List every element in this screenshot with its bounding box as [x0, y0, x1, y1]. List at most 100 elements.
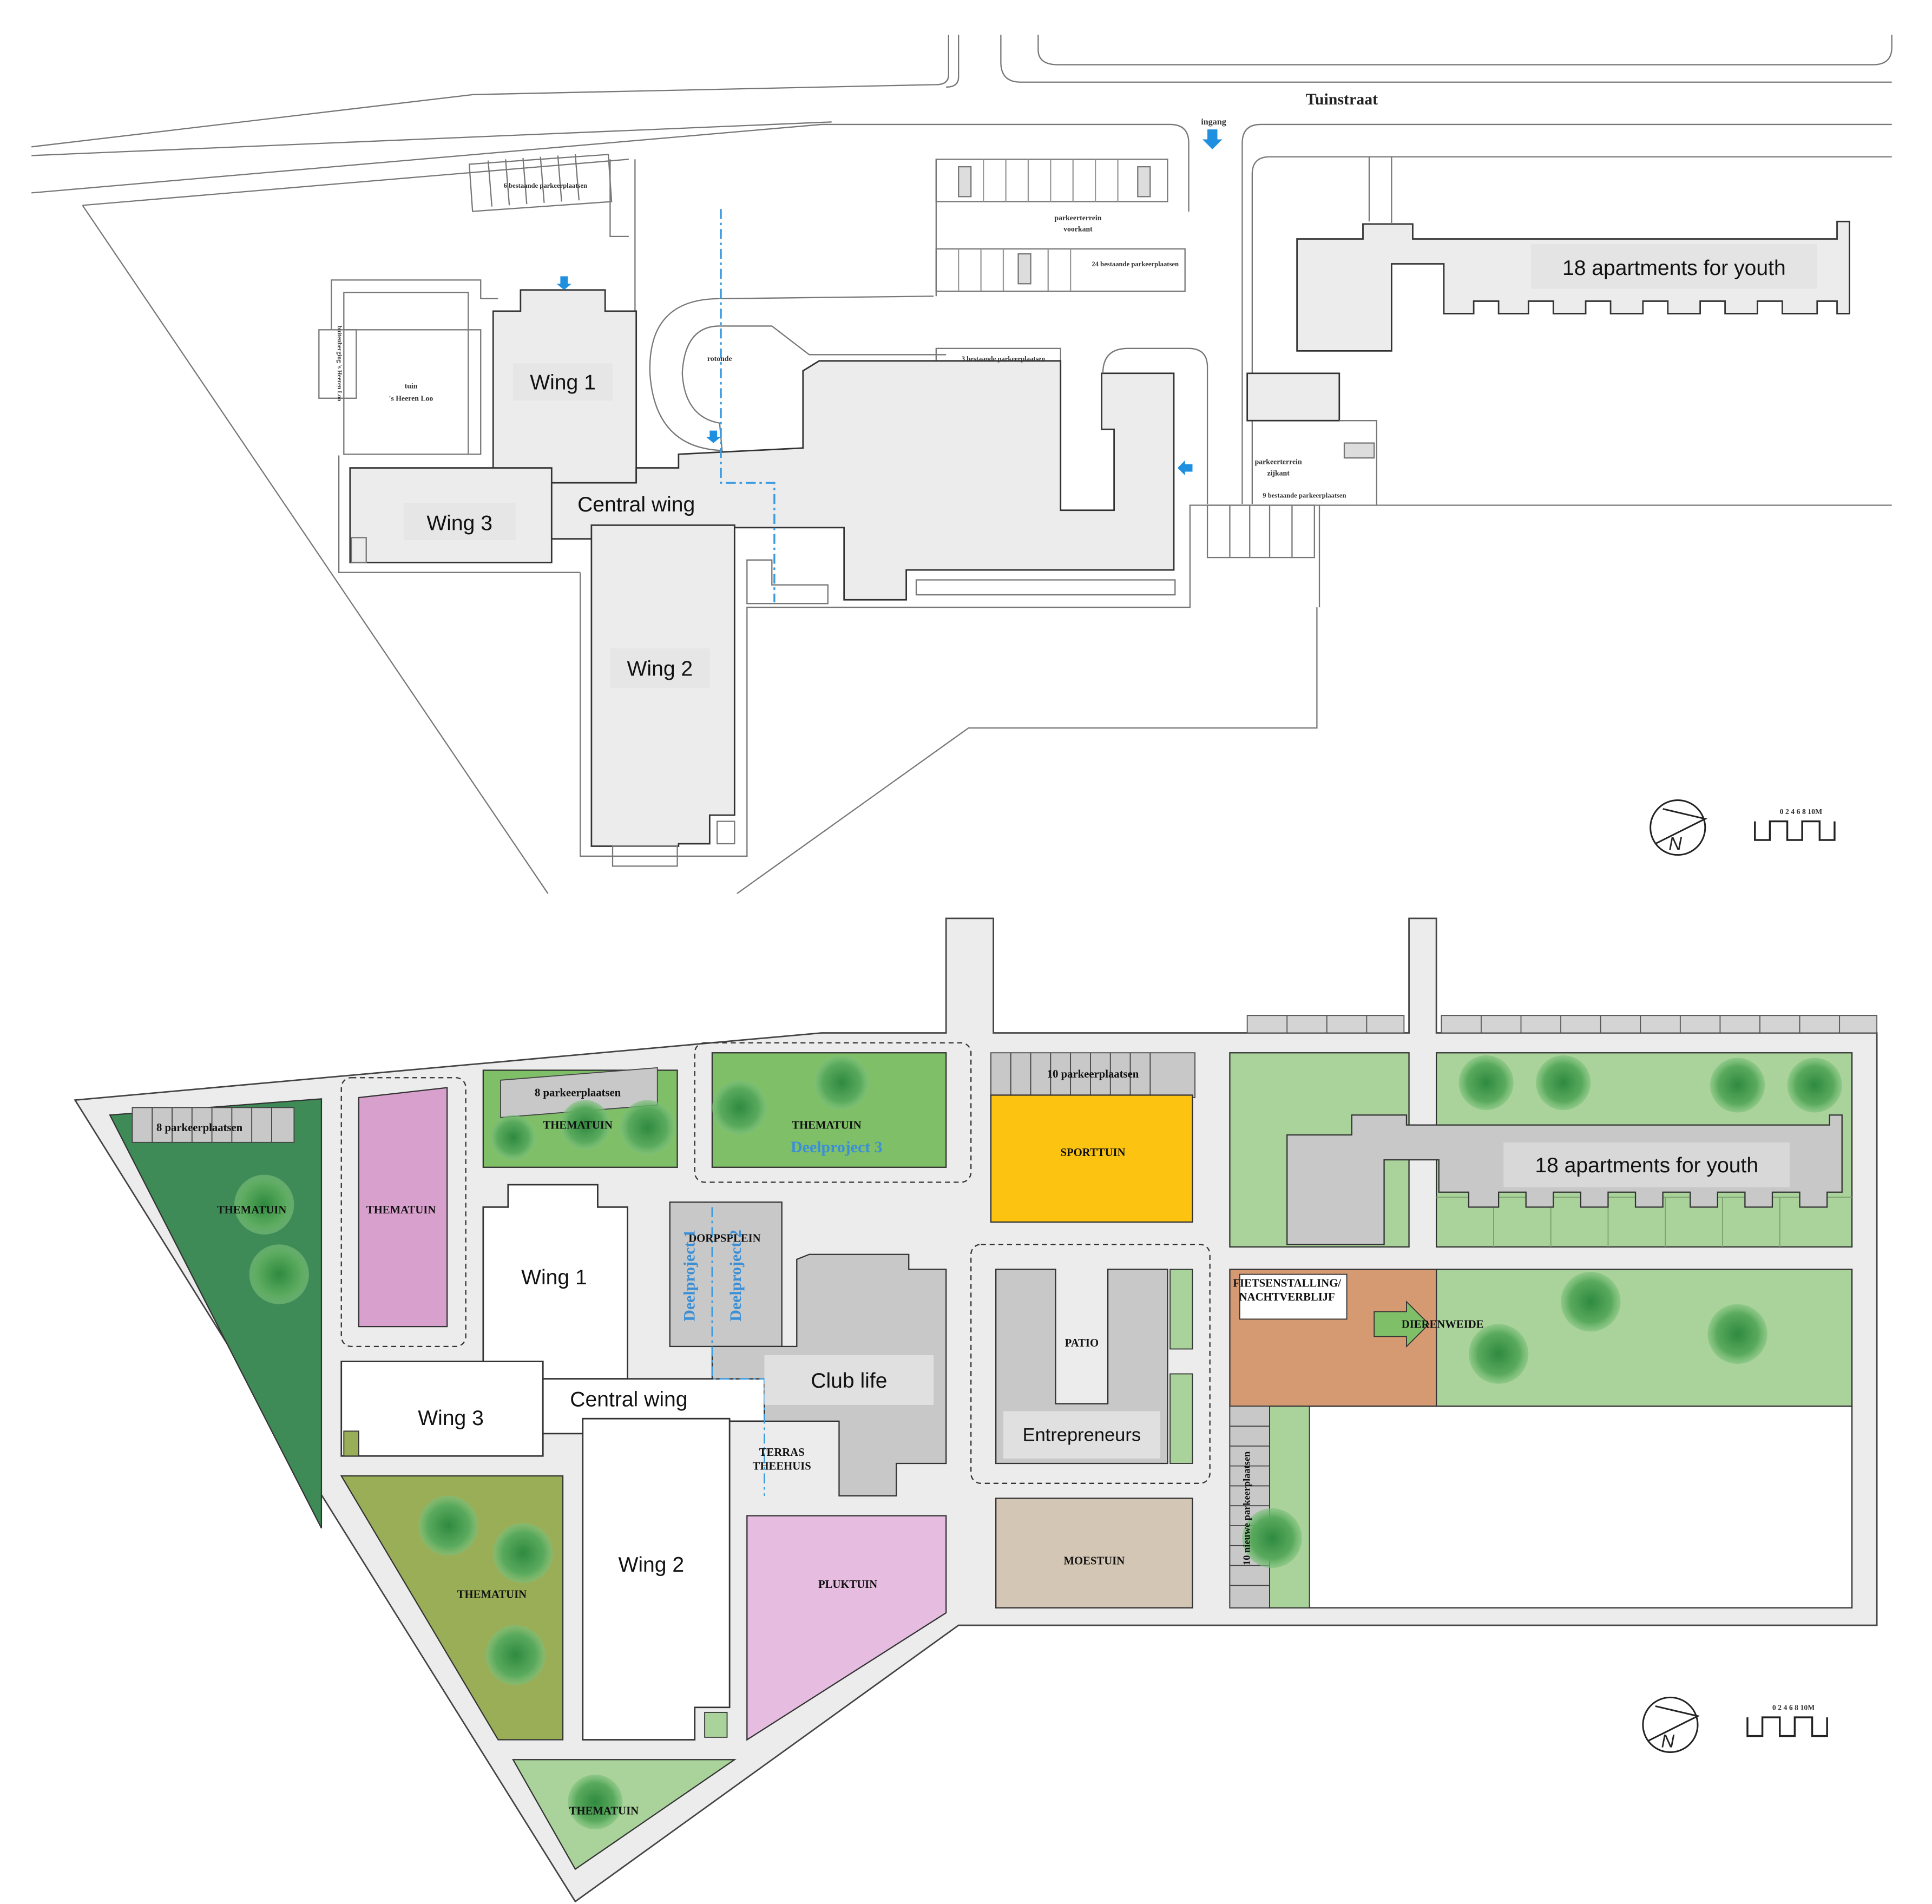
sporttuin-label: SPORTTUIN — [1061, 1147, 1126, 1159]
road-edge — [1000, 35, 1892, 83]
fietsenstalling-label-1: FIETSENSTALLING/ — [1233, 1278, 1341, 1290]
dorpsplein — [669, 1202, 783, 1348]
dashed-zone — [340, 1077, 466, 1348]
tree-icon — [418, 1495, 478, 1556]
arrow-down-icon — [556, 276, 572, 290]
thematuin-pink-label: THEMATUIN — [366, 1204, 436, 1216]
small-block — [704, 1711, 728, 1738]
parking-8-north-label: 8 parkeerplaatsen — [535, 1087, 621, 1099]
wing-3-label: Wing 3 — [426, 512, 492, 535]
moestuin-label: MOESTUIN — [1064, 1555, 1125, 1567]
arrow-left-icon — [1177, 460, 1193, 476]
wing-2-building — [582, 1417, 731, 1741]
road-edge — [31, 121, 832, 156]
parking-6 — [468, 154, 613, 212]
path — [1102, 347, 1208, 504]
north-arrow-icon — [1642, 1696, 1700, 1753]
terrace-outline — [746, 559, 829, 605]
label-bg — [1530, 244, 1817, 289]
label-bg — [764, 1355, 934, 1405]
thematuin-west-label: THEMATUIN — [217, 1204, 286, 1216]
central-wing-label: Central wing — [577, 493, 695, 516]
front-lot-label-1: parkeerterrein — [1054, 214, 1101, 222]
scale-bar-icon — [1754, 820, 1836, 841]
tree-icon — [1458, 1055, 1514, 1111]
path — [1368, 156, 1392, 224]
dierenweide-arrow-icon — [1374, 1300, 1430, 1348]
club-life-label: Club life — [811, 1369, 887, 1393]
dashed-zone — [694, 1042, 972, 1183]
rotonde-label: rotonde — [707, 354, 732, 363]
project-boundary-line — [711, 1207, 765, 1496]
pluktuin-label: PLUKTUIN — [818, 1579, 877, 1591]
path — [331, 279, 498, 330]
existing-site-plan — [31, 35, 1892, 894]
scale-bar-icon — [1746, 1716, 1828, 1737]
dorpsplein-label: DORPSPLEIN — [688, 1233, 760, 1245]
road-edge — [31, 123, 1190, 212]
wing-2-label: Wing 2 — [627, 658, 693, 681]
site-boundary — [737, 607, 1318, 894]
road-edge — [1251, 156, 1892, 504]
label-bg — [1503, 1142, 1790, 1187]
dierenweide-label: DIERENWEIDE — [1402, 1318, 1484, 1330]
sporttuin — [990, 1094, 1193, 1223]
tree-icon — [490, 1115, 536, 1160]
north-label-bottom: N — [1661, 1731, 1674, 1751]
parking-lines — [1010, 1053, 1151, 1098]
wing-1-label: Wing 1 — [530, 371, 596, 395]
terras-label-1: TERRAS — [759, 1447, 805, 1459]
parking-6-label: 6 bestaande parkeerplaatsen — [504, 182, 587, 189]
thematuin-west — [109, 1098, 323, 1529]
parking-lines — [152, 1107, 272, 1143]
tree-icon — [568, 1774, 623, 1830]
street-name: Tuinstraat — [1306, 90, 1378, 108]
parking-3-label: 3 bestaande parkeerplaatsen — [962, 355, 1045, 363]
parking-10-new — [1229, 1406, 1270, 1608]
garden-plot — [343, 329, 482, 455]
scale-label-bottom: 0 2 4 6 8 10M — [1772, 1703, 1815, 1711]
side-building-label: buitenberging 's Heeren Loo — [336, 325, 343, 401]
patio-label: PATIO — [1065, 1337, 1099, 1349]
road-edge — [946, 35, 960, 88]
wing-3-new-label: Wing 3 — [418, 1407, 484, 1430]
pluktuin — [746, 1515, 947, 1741]
small-block — [716, 820, 735, 845]
arrow-down-icon — [1202, 129, 1223, 149]
garden-label-2: 's Heeren Loo — [389, 394, 433, 402]
road-edge — [1037, 35, 1892, 65]
north-arrow-icon — [1650, 799, 1708, 856]
label-bg — [403, 502, 516, 540]
fietsenstalling-box — [1239, 1273, 1348, 1320]
parking-10 — [990, 1052, 1195, 1098]
street-parking — [1246, 1015, 1878, 1034]
site-boundary — [82, 159, 629, 206]
tree-icon — [1242, 1508, 1302, 1568]
road-edge — [719, 296, 934, 299]
parking-24-label: 24 bestaande parkeerplaatsen — [1092, 260, 1179, 268]
green-strip — [1169, 1269, 1193, 1350]
small-block — [350, 537, 367, 563]
garden-label-1: tuin — [405, 382, 418, 390]
front-lot-label-2: voorkant — [1063, 225, 1093, 233]
tree-icon — [620, 1100, 675, 1155]
new-site-plan — [74, 917, 1878, 1903]
entrance-arrows — [556, 129, 1223, 476]
site-boundary — [82, 205, 549, 894]
deelproject-3-label: Deelproject 3 — [791, 1138, 883, 1156]
side-lot-label-2: zijkant — [1267, 469, 1290, 477]
wing-1-new-label: Wing 1 — [521, 1266, 587, 1289]
bench-strip — [915, 579, 1176, 596]
side-building — [318, 329, 357, 399]
tree-icon — [493, 1523, 553, 1583]
dashed-zone — [970, 1244, 1211, 1484]
tree-icon — [814, 1055, 869, 1111]
path — [609, 159, 629, 238]
terras-label-2: THEEHUIS — [753, 1461, 811, 1473]
entrance-label: ingang — [1201, 117, 1226, 127]
side-lot-label-1: parkeerterrein — [1255, 458, 1302, 466]
thematuin-pink — [358, 1087, 448, 1328]
road-edge — [1241, 123, 1892, 504]
label-bg — [557, 485, 715, 521]
entrepreneurs-label: Entrepreneurs — [1023, 1425, 1141, 1446]
